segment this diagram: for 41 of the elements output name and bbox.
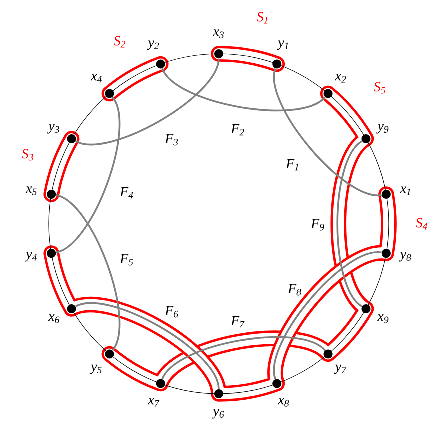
edge-label: F$_{8}$ [287,283,303,297]
point-label: x$_{5}$ [26,186,37,196]
point-label: y$_{9}$ [376,124,389,134]
point-label: y$_{4}$ [24,252,37,262]
edge-label: F$_{9}$ [310,218,326,232]
point-label: x$_{1}$ [400,186,410,196]
chord [162,336,326,380]
edge-label: F$_{3}$ [164,133,180,147]
chord [56,194,120,352]
point-label: y$_{8}$ [399,252,412,262]
point-label: y$_{3}$ [47,124,60,134]
point-label: x$_{3}$ [213,30,224,38]
point-label: x$_{6}$ [48,314,60,324]
point-label: y$_{5}$ [90,364,102,374]
set-label: S$_{1}$ [256,12,268,24]
point-label: x$_{7}$ [148,398,160,407]
set-label: S$_{3}$ [22,149,34,161]
point-label: x$_{8}$ [278,398,290,407]
edge-label: F$_{1}$ [285,158,301,172]
point-label: y$_{2}$ [147,40,160,50]
chord [76,58,220,146]
point-label: y$_{1}$ [277,40,288,50]
set-label: S$_{4}$ [416,218,428,230]
chord [273,68,382,196]
point-label: x$_{4}$ [90,74,102,83]
point-label: y$_{6}$ [212,409,224,419]
edge-label: F$_{5}$ [119,253,135,267]
edge-label: F$_{4}$ [119,186,135,200]
edge-label: F$_{2}$ [230,123,246,137]
chord [273,252,382,380]
point-label: x$_{2}$ [335,74,346,83]
chord [336,140,363,308]
set-label: S$_{5}$ [374,82,386,94]
edge-label: F$_{6}$ [164,305,180,319]
point-label: x$_{9}$ [378,314,389,324]
chord [56,96,120,254]
chord [162,68,326,112]
chord [76,302,220,390]
edge-label: F$_{7}$ [230,315,246,329]
point-label: y$_{7}$ [334,364,347,374]
set-label: S$_{2}$ [114,36,126,48]
